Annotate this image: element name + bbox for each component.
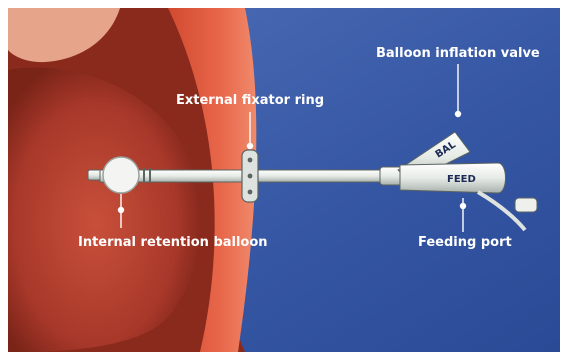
feed-tag: FEED (447, 174, 476, 185)
feeding-port-cap (515, 198, 537, 212)
label-internal-retention-balloon: Internal retention balloon (78, 235, 268, 250)
external-fixator-ring (242, 150, 258, 202)
feeding-port-body: FEED (400, 163, 506, 193)
label-external-fixator-ring: External fixator ring (176, 93, 324, 108)
label-feeding-port: Feeding port (418, 235, 512, 250)
tube-shaft (100, 170, 382, 182)
internal-retention-balloon (103, 157, 139, 193)
label-balloon-inflation-valve: Balloon inflation valve (376, 46, 540, 61)
